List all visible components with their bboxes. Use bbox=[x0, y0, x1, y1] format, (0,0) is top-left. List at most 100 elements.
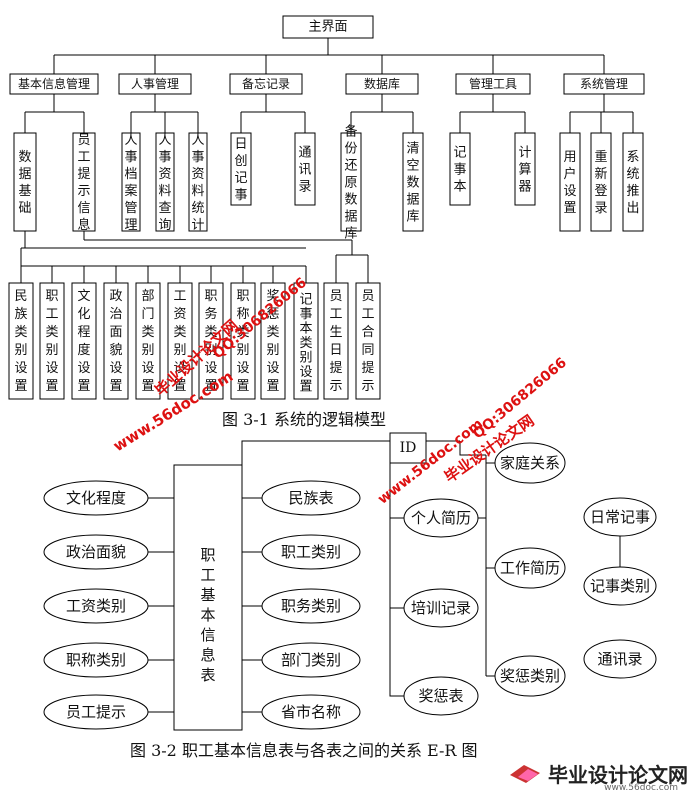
contacts-entity: 通讯录 bbox=[597, 650, 642, 668]
db-box-3 bbox=[103, 282, 129, 400]
db-label-3: 政治面貌设置 bbox=[109, 289, 122, 394]
left-entity-4-shape bbox=[43, 694, 149, 730]
sub-label-5-0: 用户设置 bbox=[563, 150, 576, 216]
sub-box-3-1 bbox=[402, 132, 424, 232]
inner-entity-3: 部门类别 bbox=[281, 651, 341, 669]
inner-entity-2: 职务类别 bbox=[281, 597, 341, 615]
db-box-8 bbox=[260, 282, 286, 400]
id-child-0-shape bbox=[403, 498, 479, 538]
root-box bbox=[282, 15, 374, 39]
sub-box-5-1 bbox=[590, 132, 612, 232]
sub-label-0-1: 员工提示信息 bbox=[77, 133, 90, 233]
id-label: ID bbox=[400, 440, 417, 456]
st-label-1: 员工合同提示 bbox=[361, 289, 374, 394]
er-diagram-connectors bbox=[148, 440, 621, 713]
sub-box-2-0 bbox=[230, 132, 252, 206]
db-label-8: 奖惩类别设置 bbox=[266, 289, 279, 394]
left-entity-2-shape bbox=[43, 588, 149, 624]
sub-label-2-1: 通讯录 bbox=[298, 146, 311, 195]
sub-box-1-0 bbox=[121, 132, 141, 232]
left-entity-4: 员工提示 bbox=[66, 703, 126, 721]
db-box-9 bbox=[293, 282, 319, 400]
footer-logo: 毕业设计论文网 www.56doc.com bbox=[508, 759, 688, 793]
inner-entity-0: 民族表 bbox=[288, 489, 333, 507]
db-box-1 bbox=[39, 282, 65, 400]
db-label-1: 职工类别设置 bbox=[45, 289, 58, 394]
module-label-1: 人事管理 bbox=[131, 76, 179, 91]
id-child-0: 个人简历 bbox=[411, 509, 471, 527]
sub-label-3-1: 清空数据库 bbox=[406, 142, 419, 225]
inner-entity-2-shape bbox=[261, 588, 361, 624]
logo-site-name: 毕业设计论文网 bbox=[548, 763, 688, 787]
db-label-4: 部门类别设置 bbox=[141, 289, 154, 394]
left-entity-1-shape bbox=[43, 534, 149, 570]
module-box-1 bbox=[118, 73, 192, 95]
figure-caption-3-2: 图 3-2 职工基本信息表与各表之间的关系 E-R 图 bbox=[130, 741, 478, 760]
left-entity-0-shape bbox=[43, 480, 149, 516]
id-bracket-left bbox=[389, 463, 404, 697]
center-to-id bbox=[241, 440, 390, 465]
inner-entity-1-shape bbox=[261, 534, 361, 570]
db-box-4 bbox=[135, 282, 161, 400]
id-grandchild-2: 奖惩类别 bbox=[500, 667, 560, 685]
id-grandchild-2-shape bbox=[494, 655, 566, 697]
sub-box-5-2 bbox=[622, 132, 644, 232]
id-grandchild-0-shape bbox=[494, 442, 566, 484]
st-box-1 bbox=[355, 282, 381, 400]
left-entity-3-shape bbox=[43, 642, 149, 678]
module-label-2: 备忘记录 bbox=[242, 76, 290, 91]
db-label-2: 文化程度设置 bbox=[77, 289, 90, 394]
id-box bbox=[389, 432, 427, 464]
inner-entity-0-shape bbox=[261, 480, 361, 516]
db-label-5: 工资类别设置 bbox=[173, 289, 186, 394]
module-box-5 bbox=[563, 73, 645, 95]
sub-label-5-2: 系统推出 bbox=[626, 150, 639, 216]
left-entity-1: 政治面貌 bbox=[66, 543, 126, 561]
left-entity-0: 文化程度 bbox=[66, 489, 126, 507]
id-child-1: 培训记录 bbox=[411, 599, 471, 617]
sub-box-4-0 bbox=[449, 132, 471, 206]
logo-site-url: www.56doc.com bbox=[604, 783, 678, 793]
module-box-0 bbox=[9, 73, 99, 95]
center-table-box bbox=[173, 464, 243, 731]
st-label-0: 员工生日提示 bbox=[329, 289, 342, 394]
sub-box-1-1 bbox=[155, 132, 175, 232]
sub-label-1-2: 人事资料统计 bbox=[191, 133, 204, 233]
db-box-6 bbox=[198, 282, 224, 400]
inner-entity-4-shape bbox=[261, 694, 361, 730]
module-box-3 bbox=[345, 73, 419, 95]
memo-entity-0-shape bbox=[583, 497, 657, 537]
sub-box-5-0 bbox=[559, 132, 581, 232]
module-label-3: 数据库 bbox=[364, 76, 400, 91]
db-box-2 bbox=[71, 282, 97, 400]
sub-label-4-0: 记事本 bbox=[453, 146, 466, 195]
db-label-9: 记事本类别设置 bbox=[299, 292, 312, 394]
logic-model-connectors bbox=[20, 38, 634, 283]
sub-box-3-0 bbox=[340, 132, 362, 232]
memo-entity-1: 记事类别 bbox=[590, 577, 650, 595]
sub-label-5-1: 重新登录 bbox=[594, 149, 607, 216]
gc-link-0-top bbox=[459, 441, 486, 456]
er-diagram-shapes: 职工基本信息表文化程度政治面貌工资类别职称类别员工提示民族表职工类别职务类别部门… bbox=[43, 432, 657, 731]
sub-box-0-0 bbox=[13, 132, 37, 232]
db-label-0: 民族类别设置 bbox=[14, 289, 27, 394]
sub-box-0-1 bbox=[72, 132, 96, 232]
sub-label-3-0: 备份还原数据库 bbox=[344, 124, 357, 242]
figure-caption-3-1: 图 3-1 系统的逻辑模型 bbox=[222, 410, 386, 429]
inner-entity-3-shape bbox=[261, 642, 361, 678]
inner-entity-4: 省市名称 bbox=[281, 703, 341, 721]
db-box-5 bbox=[167, 282, 193, 400]
db-box-0 bbox=[8, 282, 34, 400]
memo-entity-0: 日常记事 bbox=[590, 508, 650, 526]
st-box-0 bbox=[323, 282, 349, 400]
module-label-5: 系统管理 bbox=[580, 76, 628, 91]
sub-box-2-1 bbox=[294, 132, 316, 206]
db-label-6: 职务类别设置 bbox=[204, 289, 217, 394]
left-entity-2: 工资类别 bbox=[66, 597, 126, 615]
logo-icon bbox=[510, 764, 540, 783]
id-child-1-shape bbox=[403, 588, 479, 628]
sub-label-1-0: 人事档案管理 bbox=[124, 133, 137, 233]
inner-entity-1: 职工类别 bbox=[281, 543, 341, 561]
module-label-0: 基本信息管理 bbox=[18, 76, 90, 91]
